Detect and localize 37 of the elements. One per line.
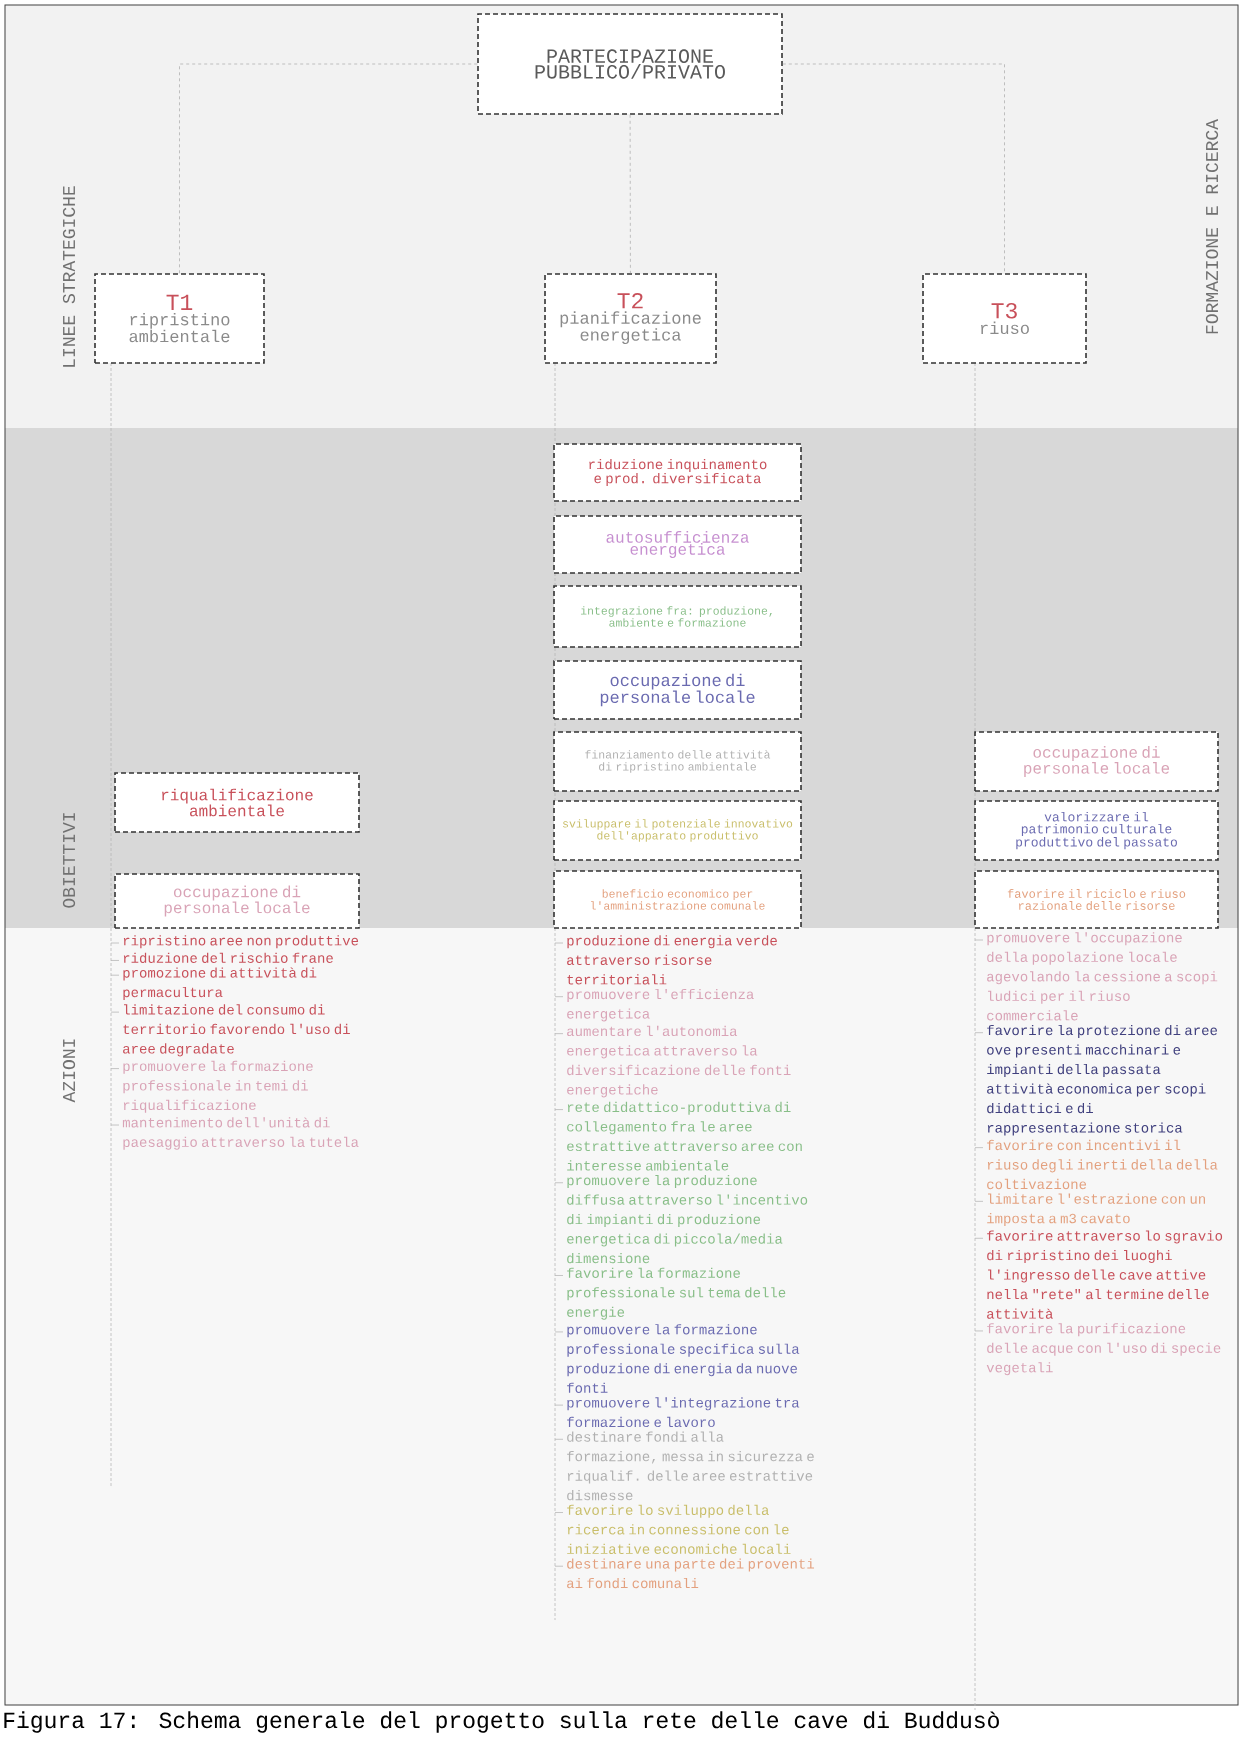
side-label: LINEE STRATEGICHE: [62, 186, 76, 367]
caption: Figura 17: Schema generale del progetto sulla rete delle cave di Buddusò: [4, 1711, 999, 1733]
action-text: favorire la protezione di aree ove presenti macchinari e impianti della passata attività economica per scopi didattici e di rappresentazione storica: [987, 1024, 1217, 1136]
action-text: rete didattico-produttiva di collegamento fra le aree estrattive attraverso aree con interesse ambientale: [567, 1101, 802, 1171]
objective-box: occupazione di personale locale: [553, 660, 802, 720]
objective-box: occupazione di personale locale: [114, 873, 360, 929]
objective-box: valorizzare il patrimonio culturale produttivo del passato: [974, 800, 1219, 861]
objective-box: riqualificazione ambientale: [114, 772, 360, 833]
theme-box: T1 ripristino ambientale: [94, 273, 265, 364]
action-text: favorire attraverso lo sgravio di ripristino dei luoghi l'ingresso delle cave attive nella "rete" al termine delle attività: [987, 1230, 1223, 1319]
objective-box: finanziamento delle attività di ripristino ambientale: [553, 731, 802, 792]
action-text: limitare l'estrazione con un imposta a m3 cavato: [987, 1193, 1205, 1227]
action-text: aumentare l'autonomia energetica attraverso la diversificazione delle fonti energetiche: [567, 1025, 791, 1098]
objective-box: integrazione fra: produzione, ambiente e formazione: [553, 585, 802, 648]
objective-box: occupazione di personale locale: [974, 731, 1219, 792]
theme-box: T2 pianificazione energetica: [544, 273, 717, 364]
objective-box: beneficio economico per l'amministrazione comunale: [553, 870, 802, 929]
action-text: mantenimento dell'unità di paesaggio attraverso la tutela: [122, 1117, 359, 1150]
objective-box: riduzione inquinamento e prod. diversificata: [553, 443, 802, 502]
objective-box: sviluppare il potenziale innovativo dell'apparato produttivo: [553, 800, 802, 861]
theme-box: T3 riuso: [922, 273, 1087, 364]
action-text: promuovere l'integrazione tra formazione e lavoro: [567, 1397, 800, 1428]
title-box: PARTECIPAZIONE PUBBLICO/PRIVATO: [477, 13, 783, 115]
action-text: favorire lo sviluppo della ricerca in connessione con le iniziative economiche locali: [567, 1504, 791, 1554]
side-label: OBIETTIVI: [62, 813, 76, 908]
side-label: FORMAZIONE E RICERCA: [1205, 119, 1219, 334]
connector: [629, 114, 631, 274]
action-text: destinare fondi alla formazione, messa in sicurezza e riqualif. delle aree estrattive dismesse: [567, 1431, 814, 1501]
objective-box: autosufficienza energetica: [553, 515, 802, 574]
objective-box: favorire il riciclo e riuso razionale delle risorse: [974, 870, 1219, 929]
side-label: AZIONI: [62, 1039, 76, 1103]
action-text: riduzione del rischio frane: [123, 952, 333, 963]
action-text: destinare una parte dei proventi ai fondi comunali: [567, 1558, 815, 1589]
action-text: limitazione del consumo di territorio favorendo l'uso di aree degradate: [123, 1004, 350, 1057]
action-text: favorire la purificazione delle acque con l'uso di specie vegetali: [986, 1323, 1221, 1376]
action-text: favorire la formazione professionale sul tema delle energie: [567, 1267, 786, 1320]
connector: [179, 63, 478, 274]
